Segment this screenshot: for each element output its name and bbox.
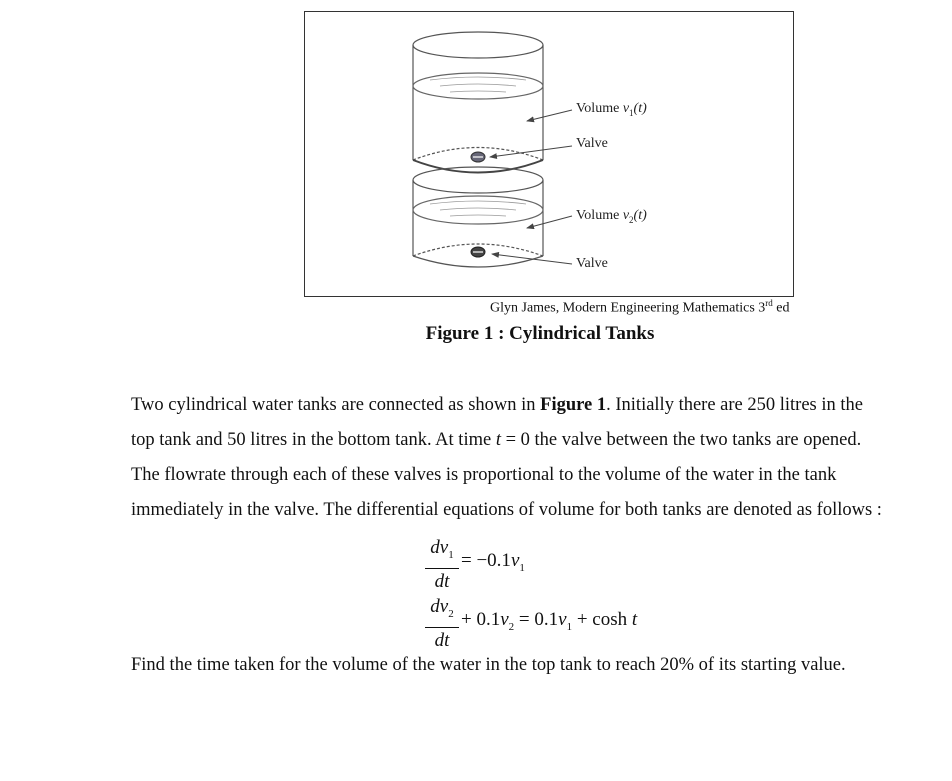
equation-1-rhs: = −0.1v1 xyxy=(461,550,525,574)
paragraph-line-4: immediately in the valve. The differenti… xyxy=(131,500,882,520)
paragraph-line-1: Two cylindrical water tanks are connecte… xyxy=(131,395,863,415)
label-valve-top: Valve xyxy=(576,136,608,151)
leader-arrows xyxy=(489,109,573,265)
top-tank xyxy=(412,31,544,174)
valve-top-icon xyxy=(470,151,486,163)
label-volume-bottom: Volume v2(t) xyxy=(576,208,647,225)
problem-paragraph: Two cylindrical water tanks are connecte… xyxy=(131,388,951,528)
label-volume-top: Volume v1(t) xyxy=(576,101,647,118)
paragraph-line-2: top tank and 50 litres in the bottom tan… xyxy=(131,430,862,450)
valve-bottom-icon xyxy=(470,246,486,258)
figure-caption: Figure 1 : Cylindrical Tanks xyxy=(425,323,655,344)
equation-1-fraction: dv1 dt xyxy=(425,536,459,594)
top-tank-water-surface xyxy=(412,72,544,100)
top-tank-rim xyxy=(412,31,544,59)
bottom-tank-rim xyxy=(412,166,544,194)
equation-2-rhs: + 0.1v2 = 0.1v1 + cosh t xyxy=(461,609,638,633)
question-line: Find the time taken for the volume of th… xyxy=(131,655,846,675)
cylindrical-tanks-illustration xyxy=(412,31,573,268)
label-valve-bottom: Valve xyxy=(576,256,608,271)
paragraph-line-3: The flowrate through each of these valve… xyxy=(131,465,837,485)
figure-frame xyxy=(304,11,794,297)
equation-2-fraction: dv2 dt xyxy=(425,595,459,653)
bottom-tank xyxy=(412,166,544,268)
bottom-tank-water-surface xyxy=(412,195,544,225)
figure-credit: Glyn James, Modern Engineering Mathemati… xyxy=(490,298,790,316)
